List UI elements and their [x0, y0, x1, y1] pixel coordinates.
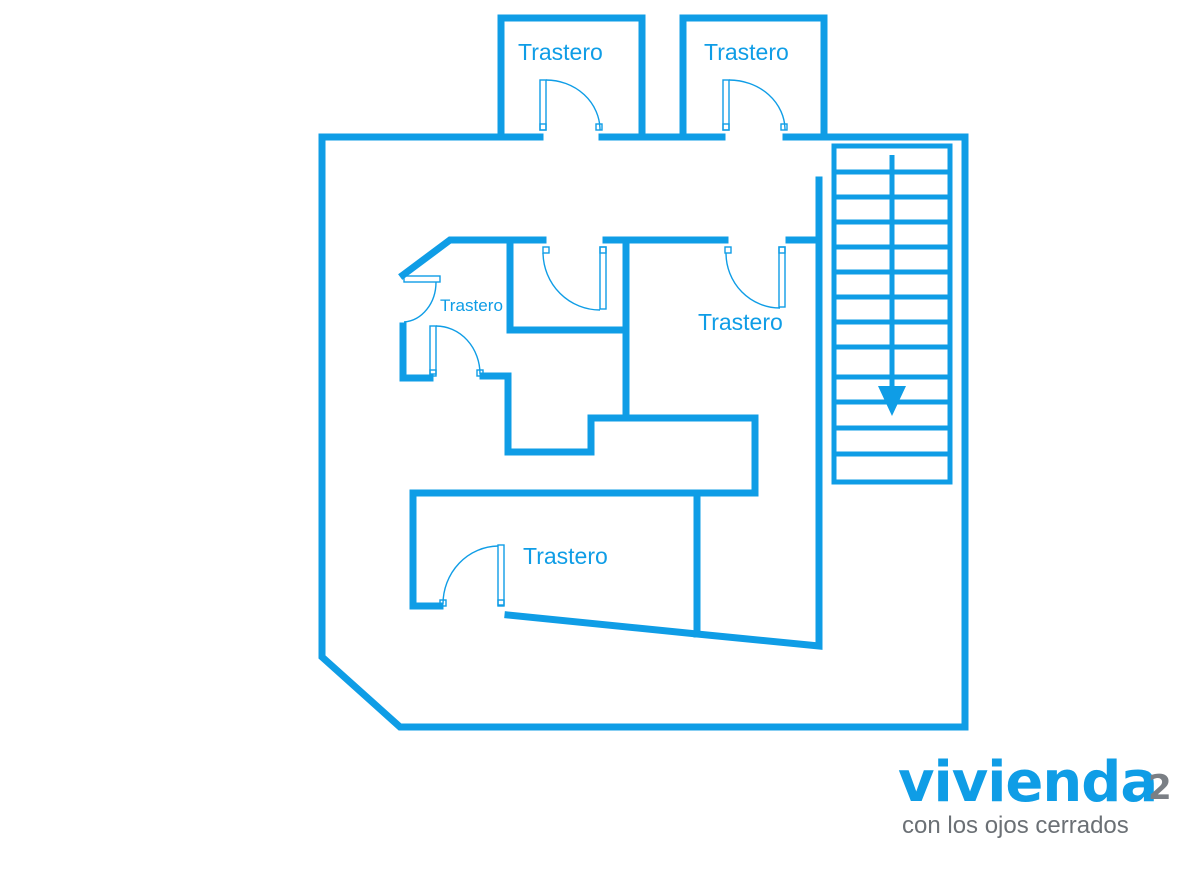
label-trastero-middle: Trastero — [698, 309, 783, 335]
corridor-wall — [504, 176, 823, 650]
label-trastero-small: Trastero — [440, 296, 503, 315]
door-storage-top-left — [539, 79, 603, 131]
staircase — [831, 143, 953, 485]
door-inner-room — [542, 246, 607, 311]
door-storage-small-lower — [429, 325, 484, 377]
door-storage-middle — [724, 246, 786, 309]
logo-name: vivienda — [898, 750, 1158, 815]
logo-tagline: con los ojos cerrados — [902, 812, 1129, 839]
door-storage-bottom — [439, 544, 505, 607]
storage-top-left-wall — [497, 14, 646, 141]
label-trastero-top-right: Trastero — [704, 39, 789, 65]
stair-direction-arrow-icon — [878, 386, 906, 416]
logo-superscript: 2 — [1148, 768, 1172, 808]
storage-top-right-wall — [679, 14, 828, 141]
label-trastero-bottom: Trastero — [523, 543, 608, 569]
outer-wall — [318, 133, 969, 731]
vivienda2-logo: vivienda 2 con los ojos cerrados — [898, 752, 1188, 840]
door-storage-small-upper — [403, 275, 441, 323]
interior-walls — [398, 236, 823, 638]
door-storage-top-right — [722, 79, 788, 131]
label-trastero-top-left: Trastero — [518, 39, 603, 65]
